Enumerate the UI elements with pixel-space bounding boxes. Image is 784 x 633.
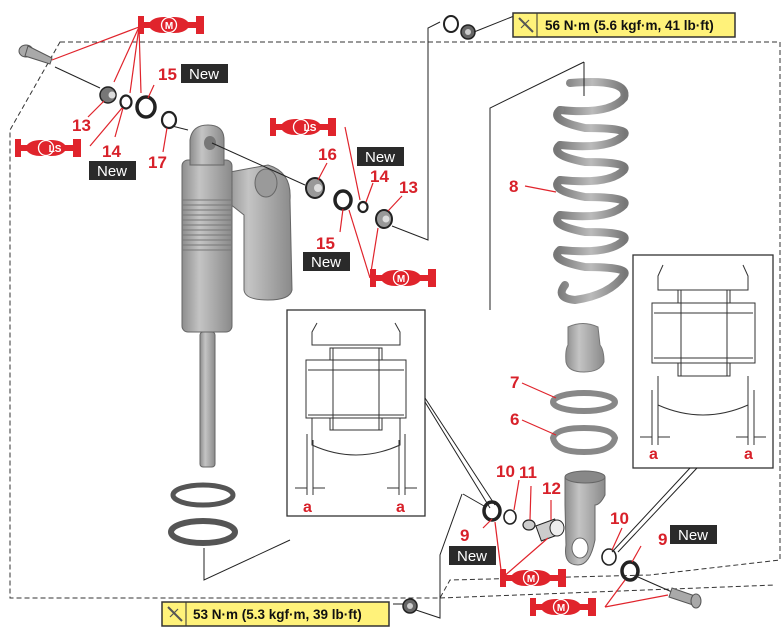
dashed-frame [9, 41, 781, 599]
washer-10-left [503, 509, 517, 525]
new-badge-15-right: New [303, 252, 350, 271]
nut-bottom [402, 598, 418, 614]
new-badge-14-left: New [89, 161, 136, 180]
part-number-15-right: 15 [316, 234, 335, 253]
upper-bolt [18, 44, 53, 65]
oil-seal-9-left [482, 500, 502, 522]
bump-stop [565, 323, 605, 373]
dimension-a-2: a [396, 499, 405, 516]
part-number-9-left: 9 [460, 526, 469, 545]
collar-13-right [375, 209, 393, 229]
dimension-a-1: a [303, 499, 312, 516]
part-number-11: 11 [519, 463, 537, 482]
part-number-8: 8 [509, 177, 518, 196]
washer-10-right [601, 548, 617, 566]
detail-leader-right [611, 467, 698, 553]
grease-ls-label-left: LS [49, 144, 62, 155]
svg-text:New: New [311, 254, 341, 271]
part-number-15-left: 15 [158, 65, 177, 84]
washer-top [443, 15, 459, 33]
part-number-7: 7 [510, 373, 519, 392]
locknut-upper [170, 482, 236, 508]
grease-m-label-top: M [165, 21, 173, 32]
grease-ls-label-right: LS [304, 123, 317, 134]
part-number-12: 12 [542, 479, 561, 498]
new-badge-9-right: New [670, 525, 717, 544]
spring-seat-6 [549, 424, 619, 456]
leader-m-lower-middle [494, 521, 549, 579]
oil-seal-15-right [333, 189, 353, 211]
shock-absorber-body [181, 124, 293, 468]
collar-11 [522, 519, 536, 531]
part-number-13-left: 13 [72, 116, 91, 135]
leader-ls-left [89, 107, 123, 147]
detail-view-right: a a [632, 254, 774, 469]
part-number-13-right: 13 [399, 178, 418, 197]
svg-text:New: New [457, 548, 487, 565]
leader-ls-right [344, 126, 361, 201]
oil-seal-15-left [135, 95, 157, 119]
oil-seal-9-right [620, 560, 640, 582]
lower-mount [564, 470, 606, 566]
svg-text:New: New [189, 66, 219, 83]
spring-8 [553, 78, 629, 305]
lower-bolt [668, 587, 702, 609]
new-badge-15-left: New [181, 64, 228, 83]
svg-text:New: New [97, 163, 127, 180]
grease-m-label-lower-middle: M [527, 574, 535, 585]
leader-m-middle [348, 209, 379, 279]
leader-locknut [203, 539, 291, 581]
leader-m-lower-right [604, 579, 669, 608]
part-number-14-right: 14 [370, 167, 389, 186]
leader-m-top [51, 26, 142, 94]
new-badge-14-right: New [357, 147, 404, 166]
collar-13-left [99, 86, 117, 104]
torque-text-lower: 53 N·m (5.3 kgf·m, 39 lb·ft) [193, 607, 362, 622]
circlip-17 [160, 110, 178, 130]
bearing-12 [535, 518, 565, 542]
detail-view-left: a a [286, 309, 426, 517]
o-ring-14-right [357, 200, 369, 214]
locknut-lower [168, 518, 238, 546]
dimension-a-3: a [649, 446, 658, 463]
part-number-9-right: 9 [658, 530, 667, 549]
torque-spec-lower: 53 N·m (5.3 kgf·m, 39 lb·ft) [161, 601, 390, 627]
new-badge-9-left: New [449, 546, 496, 565]
torque-text-upper: 56 N·m (5.6 kgf·m, 41 lb·ft) [545, 18, 714, 33]
bushing-16 [305, 177, 325, 199]
dimension-a-4: a [744, 446, 753, 463]
torque-wrench-icon [518, 17, 534, 33]
detail-leader-left [424, 397, 496, 509]
nut-top [460, 24, 476, 40]
part-number-17: 17 [148, 153, 167, 172]
o-ring-14-left [119, 94, 133, 110]
torque-spec-upper: 56 N·m (5.6 kgf·m, 41 lb·ft) [512, 12, 736, 38]
dashed-frame-bottom [439, 584, 776, 599]
part-number-10-left: 10 [496, 462, 515, 481]
spring-guide-7 [550, 390, 618, 414]
svg-text:New: New [365, 149, 395, 166]
grease-m-label-lower-right: M [557, 603, 565, 614]
part-number-10-right: 10 [610, 509, 629, 528]
torque-wrench-icon [167, 606, 183, 622]
grease-m-label-middle: M [397, 274, 405, 285]
part-number-14-left: 14 [102, 142, 121, 161]
part-number-16: 16 [318, 145, 337, 164]
part-number-6: 6 [510, 410, 519, 429]
svg-text:New: New [678, 527, 708, 544]
